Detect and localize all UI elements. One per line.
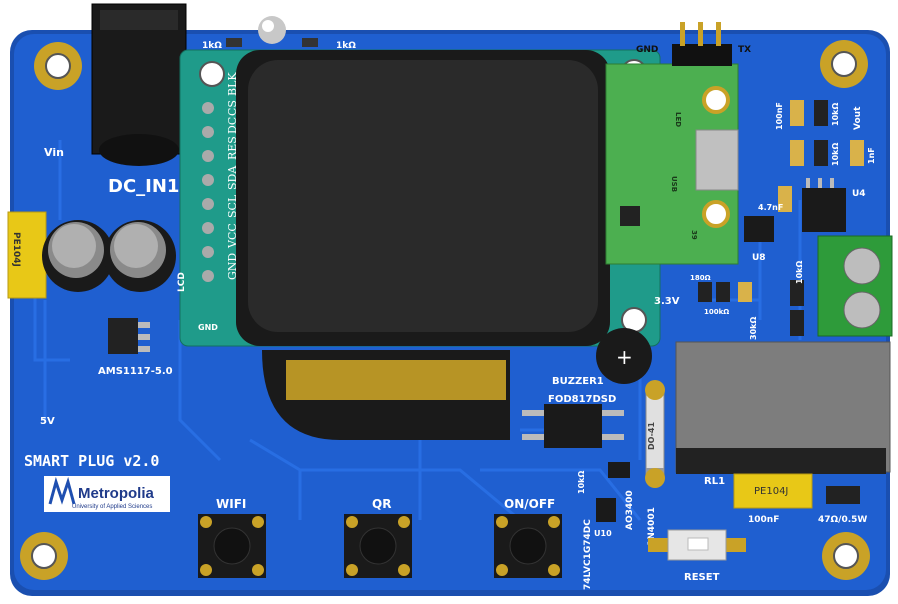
label-res-right: 1kΩ <box>336 41 356 51</box>
lcd-pin-gnd: GND <box>226 253 239 280</box>
relay <box>675 341 891 474</box>
label-3v3: 3.3V <box>654 296 680 307</box>
label-39: 39 <box>690 230 698 240</box>
label-relay: RL1 <box>704 476 725 487</box>
label-r10k-3: 10kΩ <box>795 261 804 284</box>
logic-ic <box>596 498 616 522</box>
led-top <box>258 16 286 44</box>
label-r100k: 100kΩ <box>704 308 729 316</box>
lcd-pin-dc: DC <box>226 117 239 134</box>
dc-power-jack <box>91 3 187 166</box>
label-lcd-gnd: GND <box>198 323 218 332</box>
label-cap-right: PE104J <box>754 486 788 497</box>
mosfet <box>608 462 630 478</box>
qr-button[interactable] <box>344 514 412 578</box>
ic-u4 <box>802 178 846 232</box>
svg-text:+: + <box>616 345 633 369</box>
lcd-pin-blk: BLK <box>226 72 239 96</box>
optocoupler-ic <box>522 404 624 448</box>
screw-terminal <box>817 235 893 337</box>
mounting-hole-top-left <box>34 42 82 90</box>
label-u4: U4 <box>852 189 866 199</box>
voltage-regulator <box>108 318 150 354</box>
label-onoff: ON/OFF <box>504 497 555 511</box>
battery-holder: + <box>262 328 652 440</box>
label-diode-pkg: DO-41 <box>647 422 656 450</box>
label-usb: USB <box>670 176 678 192</box>
label-r10k-2: 10kΩ <box>831 143 840 166</box>
diode <box>645 380 665 488</box>
electrolytic-capacitor-1 <box>42 220 114 292</box>
smd-resistors-top <box>226 38 318 47</box>
label-qr: QR <box>372 497 391 511</box>
lcd-pin-sda: SDA <box>226 165 239 190</box>
label-r10k-4: 10kΩ <box>577 471 586 494</box>
label-c1n: 1nF <box>867 147 876 164</box>
label-lcd: LCD <box>177 272 187 292</box>
ic-u8 <box>744 216 774 242</box>
smd-components-right <box>698 100 864 336</box>
logo-text: Metropolia <box>78 485 154 502</box>
label-led: LED <box>674 112 682 127</box>
label-mosfet: AO3400 <box>625 490 635 530</box>
label-dc-in: DC_IN1 <box>108 176 179 197</box>
microcontroller-board <box>605 63 739 265</box>
label-vin: Vin <box>44 146 64 159</box>
mounting-hole-bottom-left <box>20 532 68 580</box>
label-regulator: AMS1117-5.0 <box>98 366 173 377</box>
board-title: SMART PLUG v2.0 <box>24 452 159 470</box>
label-header-tx: TX <box>738 45 751 55</box>
label-u10: U10 <box>594 529 612 538</box>
lcd-pin-vcc: VCC <box>226 223 239 249</box>
label-c47n: 4.7nF <box>758 203 783 212</box>
label-buzzer: BUZZER1 <box>552 376 604 387</box>
label-vout: Vout <box>853 106 863 130</box>
label-diode: 1N4001 <box>647 507 657 546</box>
label-100nf-bottom: 100nF <box>748 515 779 525</box>
mounting-hole-bottom-right <box>822 532 870 580</box>
label-header-gnd: GND <box>636 45 658 55</box>
film-capacitor-right <box>733 473 813 509</box>
power-resistor <box>826 486 860 504</box>
film-capacitor-left <box>7 211 47 299</box>
label-logic-ic: 74LVC1G74DC <box>583 519 593 590</box>
label-wifi: WIFI <box>216 497 246 511</box>
lcd-pin-cs: CS <box>226 100 239 116</box>
label-u8: U8 <box>752 253 766 263</box>
label-r180: 180Ω <box>690 274 711 282</box>
wifi-button[interactable] <box>198 514 266 578</box>
reset-button[interactable] <box>648 529 746 561</box>
mounting-hole-top-right <box>820 40 868 88</box>
lcd-pin-labels: GND VCC SCL SDA RES DC CS BLK <box>226 72 239 280</box>
onoff-button[interactable] <box>494 514 562 578</box>
label-res-left: 1kΩ <box>202 41 222 51</box>
label-cap-100nf-1: 100nF <box>775 102 784 130</box>
lcd-pin-scl: SCL <box>226 194 239 218</box>
metropolia-logo <box>44 476 170 512</box>
label-r10k-1: 10kΩ <box>831 103 840 126</box>
lcd-pin-res: RES <box>226 136 239 160</box>
label-cap-left: PE104J <box>11 232 21 267</box>
electrolytic-capacitor-2 <box>104 220 176 292</box>
lcd-module <box>179 49 661 347</box>
logo-subtext: University of Applied Sciences <box>72 504 152 510</box>
label-optocoupler: FOD817DSD <box>548 394 616 405</box>
uart-header <box>672 22 732 66</box>
label-res-power: 47Ω/0.5W <box>818 515 867 525</box>
label-r30k: 30kΩ <box>749 317 758 340</box>
label-5v: 5V <box>40 416 55 427</box>
label-reset: RESET <box>684 572 720 583</box>
